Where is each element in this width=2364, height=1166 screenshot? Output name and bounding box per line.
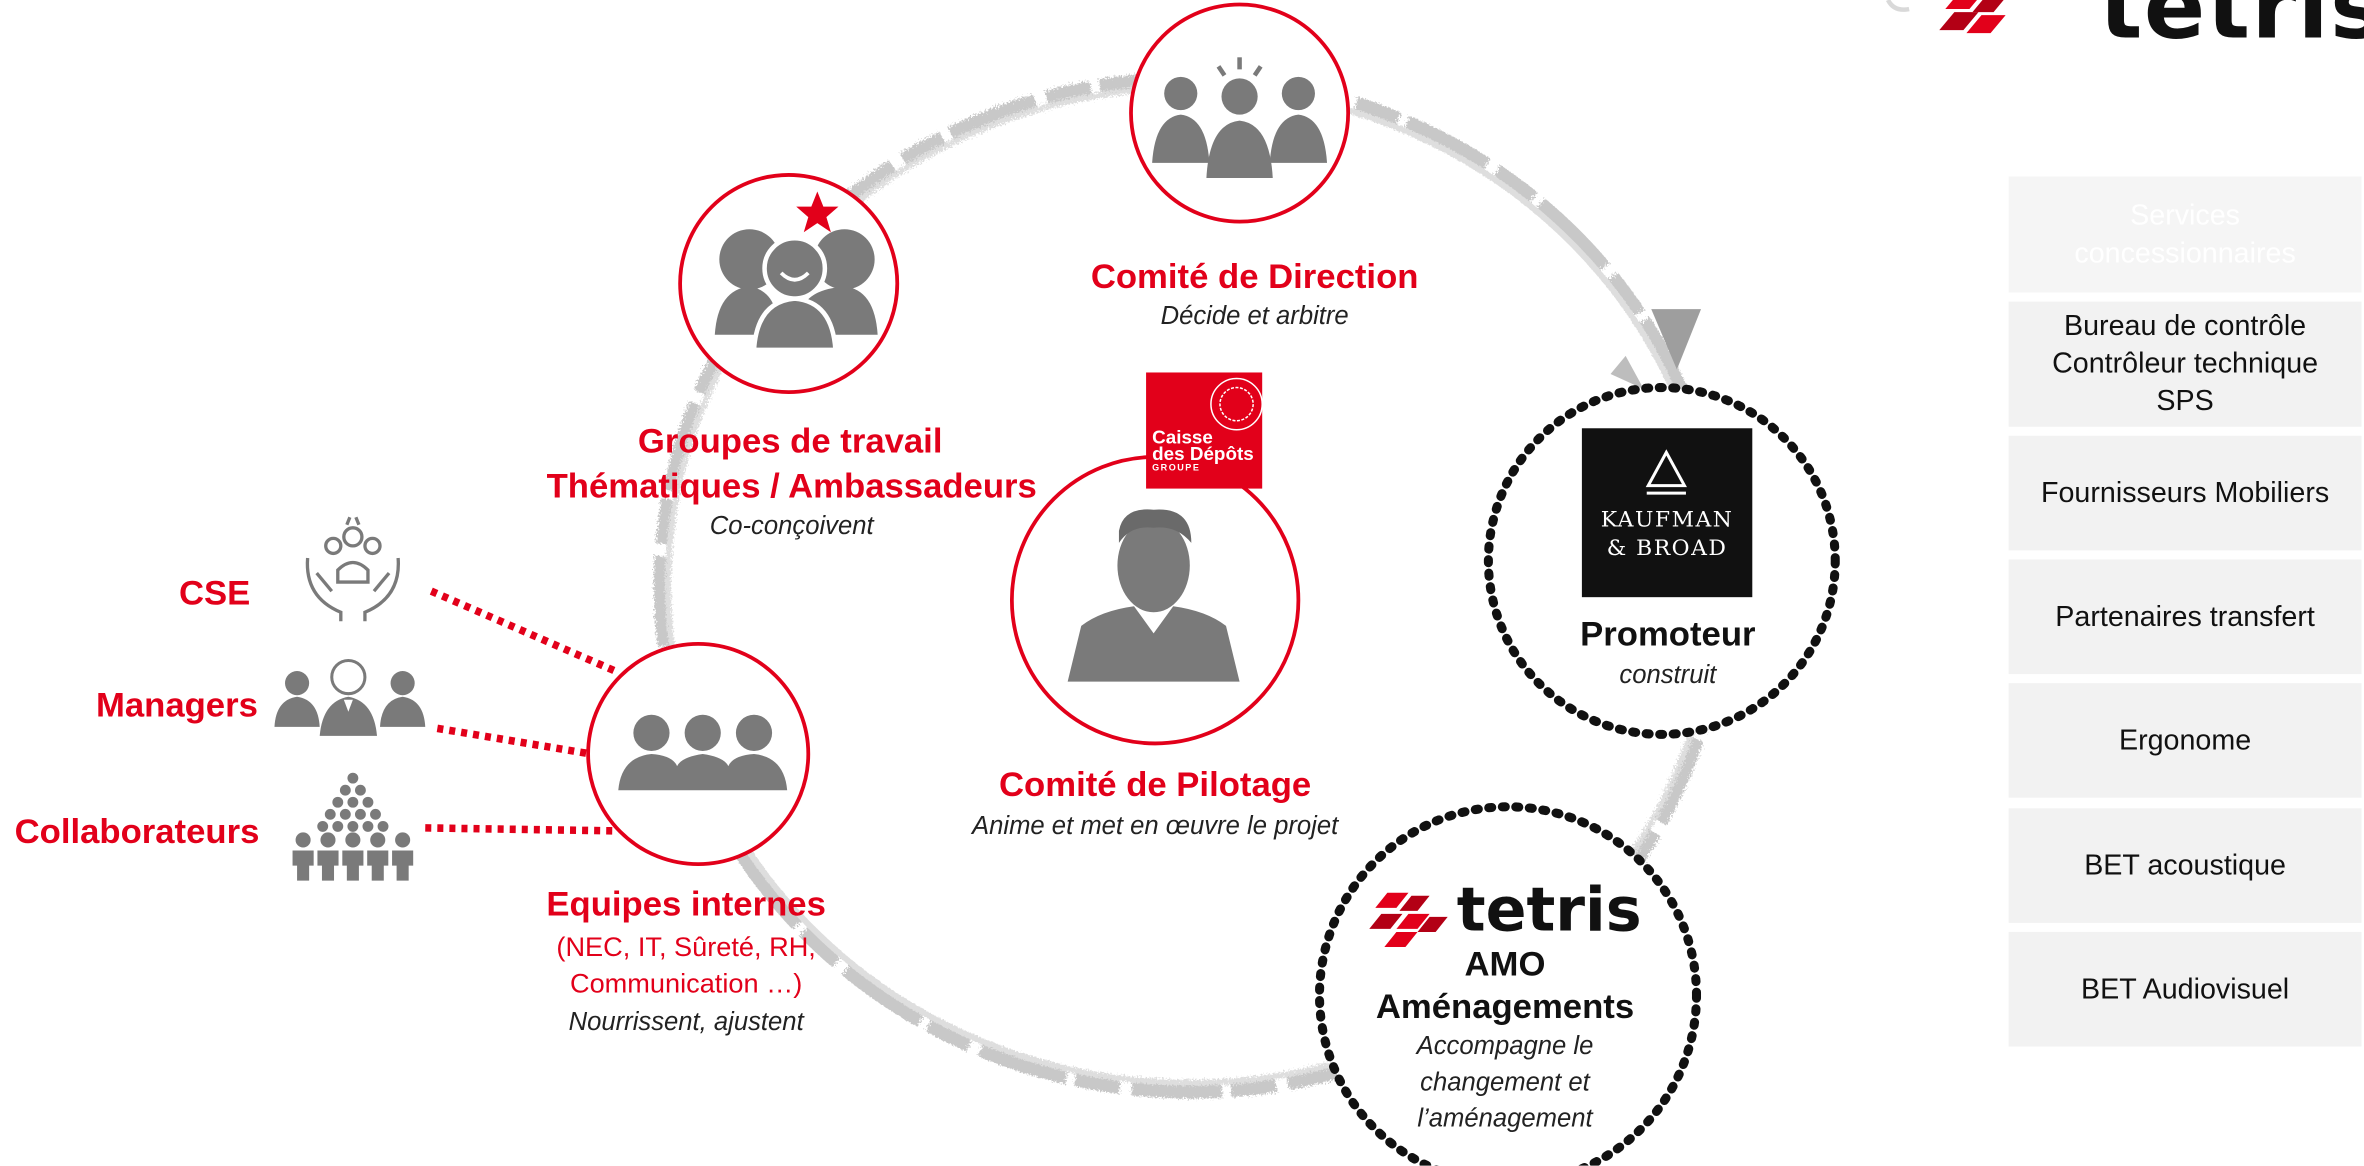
- logo-text: tetris: [2099, 0, 2364, 61]
- managers-label: Managers: [95, 684, 258, 724]
- comite-direction-node: [1129, 2, 1351, 224]
- group-icon: [618, 714, 788, 791]
- promoteur-subtitle: construit: [1619, 660, 1717, 690]
- equipes-internes-detail-line2: Communication …): [569, 968, 803, 999]
- tetris-logo-mark-icon: [1939, 0, 2006, 34]
- collaborateurs-label: Collaborateurs: [14, 811, 260, 851]
- amo-title-line1: AMO: [1464, 944, 1546, 984]
- kaufman-line2: & BROAD: [1606, 536, 1728, 561]
- equipes-internes-subtitle: Nourrissent, ajustent: [568, 1007, 804, 1036]
- amo-node: [1315, 802, 1701, 1166]
- amo-title-line2: Aménagements: [1375, 986, 1635, 1026]
- amo-subtitle-line2: changement et: [1420, 1067, 1590, 1097]
- amo-subtitle-line3: l’aménagement: [1417, 1103, 1593, 1133]
- groupes-travail-subtitle: Co-conçoivent: [709, 511, 874, 540]
- caisse-line2: des Dépôts: [1152, 443, 1254, 465]
- person-icon: [1067, 509, 1240, 682]
- star-icon: [796, 191, 839, 233]
- kaufman-triangle-icon: [1645, 449, 1687, 488]
- caisse-depots-logo: [1146, 372, 1263, 489]
- kaufman-line1: KAUFMAN: [1600, 508, 1734, 533]
- cse-connector: [429, 587, 617, 675]
- comite-pilotage-title: Comité de Pilotage: [999, 764, 1312, 804]
- kaufman-broad-logo-text: KAUFMAN & BROAD: [1582, 507, 1752, 564]
- logo-swoosh-icon: [1885, 0, 1910, 12]
- partner-label: Fournisseurs Mobiliers: [2040, 477, 2330, 509]
- groupes-travail-node: [678, 173, 900, 394]
- equipes-internes-title: Equipes internes: [546, 883, 826, 923]
- caisse-line1: Caisse: [1152, 426, 1213, 448]
- partner-box: Services concessionnaires: [2008, 176, 2362, 293]
- caisse-line3: GROUPE: [1152, 464, 1201, 474]
- team-icon: [714, 229, 878, 353]
- partner-box: Fournisseurs Mobiliers: [2008, 435, 2362, 551]
- partner-box: Partenaires transfert: [2008, 559, 2362, 675]
- executives-icon: [1152, 57, 1328, 178]
- cse-label: CSE: [179, 573, 251, 613]
- promoteur-title: Promoteur: [1580, 613, 1756, 653]
- partner-box: BET Audiovisuel: [2008, 931, 2362, 1047]
- partner-label: Services concessionnaires: [2074, 199, 2296, 270]
- promoteur-node: [1483, 383, 1840, 739]
- managers-connector: [436, 724, 592, 758]
- managers-icon: [274, 658, 426, 736]
- groupes-travail-title-line2: Thématiques / Ambassadeurs: [546, 465, 1037, 506]
- tetris-header-logo: tetris: [2099, 0, 2364, 60]
- comite-pilotage-node: [1009, 455, 1301, 746]
- partner-box: BET acoustique: [2008, 808, 2362, 923]
- partner-box: Ergonome: [2008, 683, 2362, 798]
- groupes-travail-title-line1: Groupes de travail: [637, 420, 943, 460]
- collaborateurs-connector: [425, 824, 619, 835]
- comite-direction-subtitle: Décide et arbitre: [1160, 301, 1349, 331]
- partner-label: Bureau de contrôle Contrôleur technique …: [2052, 310, 2319, 418]
- caisse-depots-logo-text: Caisse des Dépôts GROUPE: [1152, 426, 1254, 477]
- partner-box: Bureau de contrôle Contrôleur technique …: [2008, 301, 2362, 427]
- partner-label: Partenaires transfert: [2055, 600, 2315, 633]
- cse-hands-icon: [305, 516, 400, 622]
- amo-subtitle-line1: Accompagne le: [1416, 1031, 1594, 1061]
- amo-tetris-logo-text: tetris: [1456, 876, 1642, 946]
- equipes-internes-detail-line1: (NEC, IT, Sûreté, RH,: [556, 931, 816, 963]
- comite-pilotage-subtitle: Anime et met en œuvre le projet: [972, 811, 1339, 840]
- cycle-arrow-icon: [1610, 355, 1644, 390]
- partner-label: Ergonome: [2118, 724, 2252, 757]
- partner-label: BET acoustique: [2084, 849, 2286, 882]
- comite-direction-title: Comité de Direction: [1090, 256, 1419, 296]
- collaborateurs-crowd-icon: [292, 772, 414, 881]
- equipes-internes-node: [586, 642, 811, 866]
- tetris-mark-icon: [1369, 892, 1448, 948]
- partner-label: BET Audiovisuel: [2081, 973, 2290, 1006]
- cycle-arrow-icon: [1651, 309, 1702, 370]
